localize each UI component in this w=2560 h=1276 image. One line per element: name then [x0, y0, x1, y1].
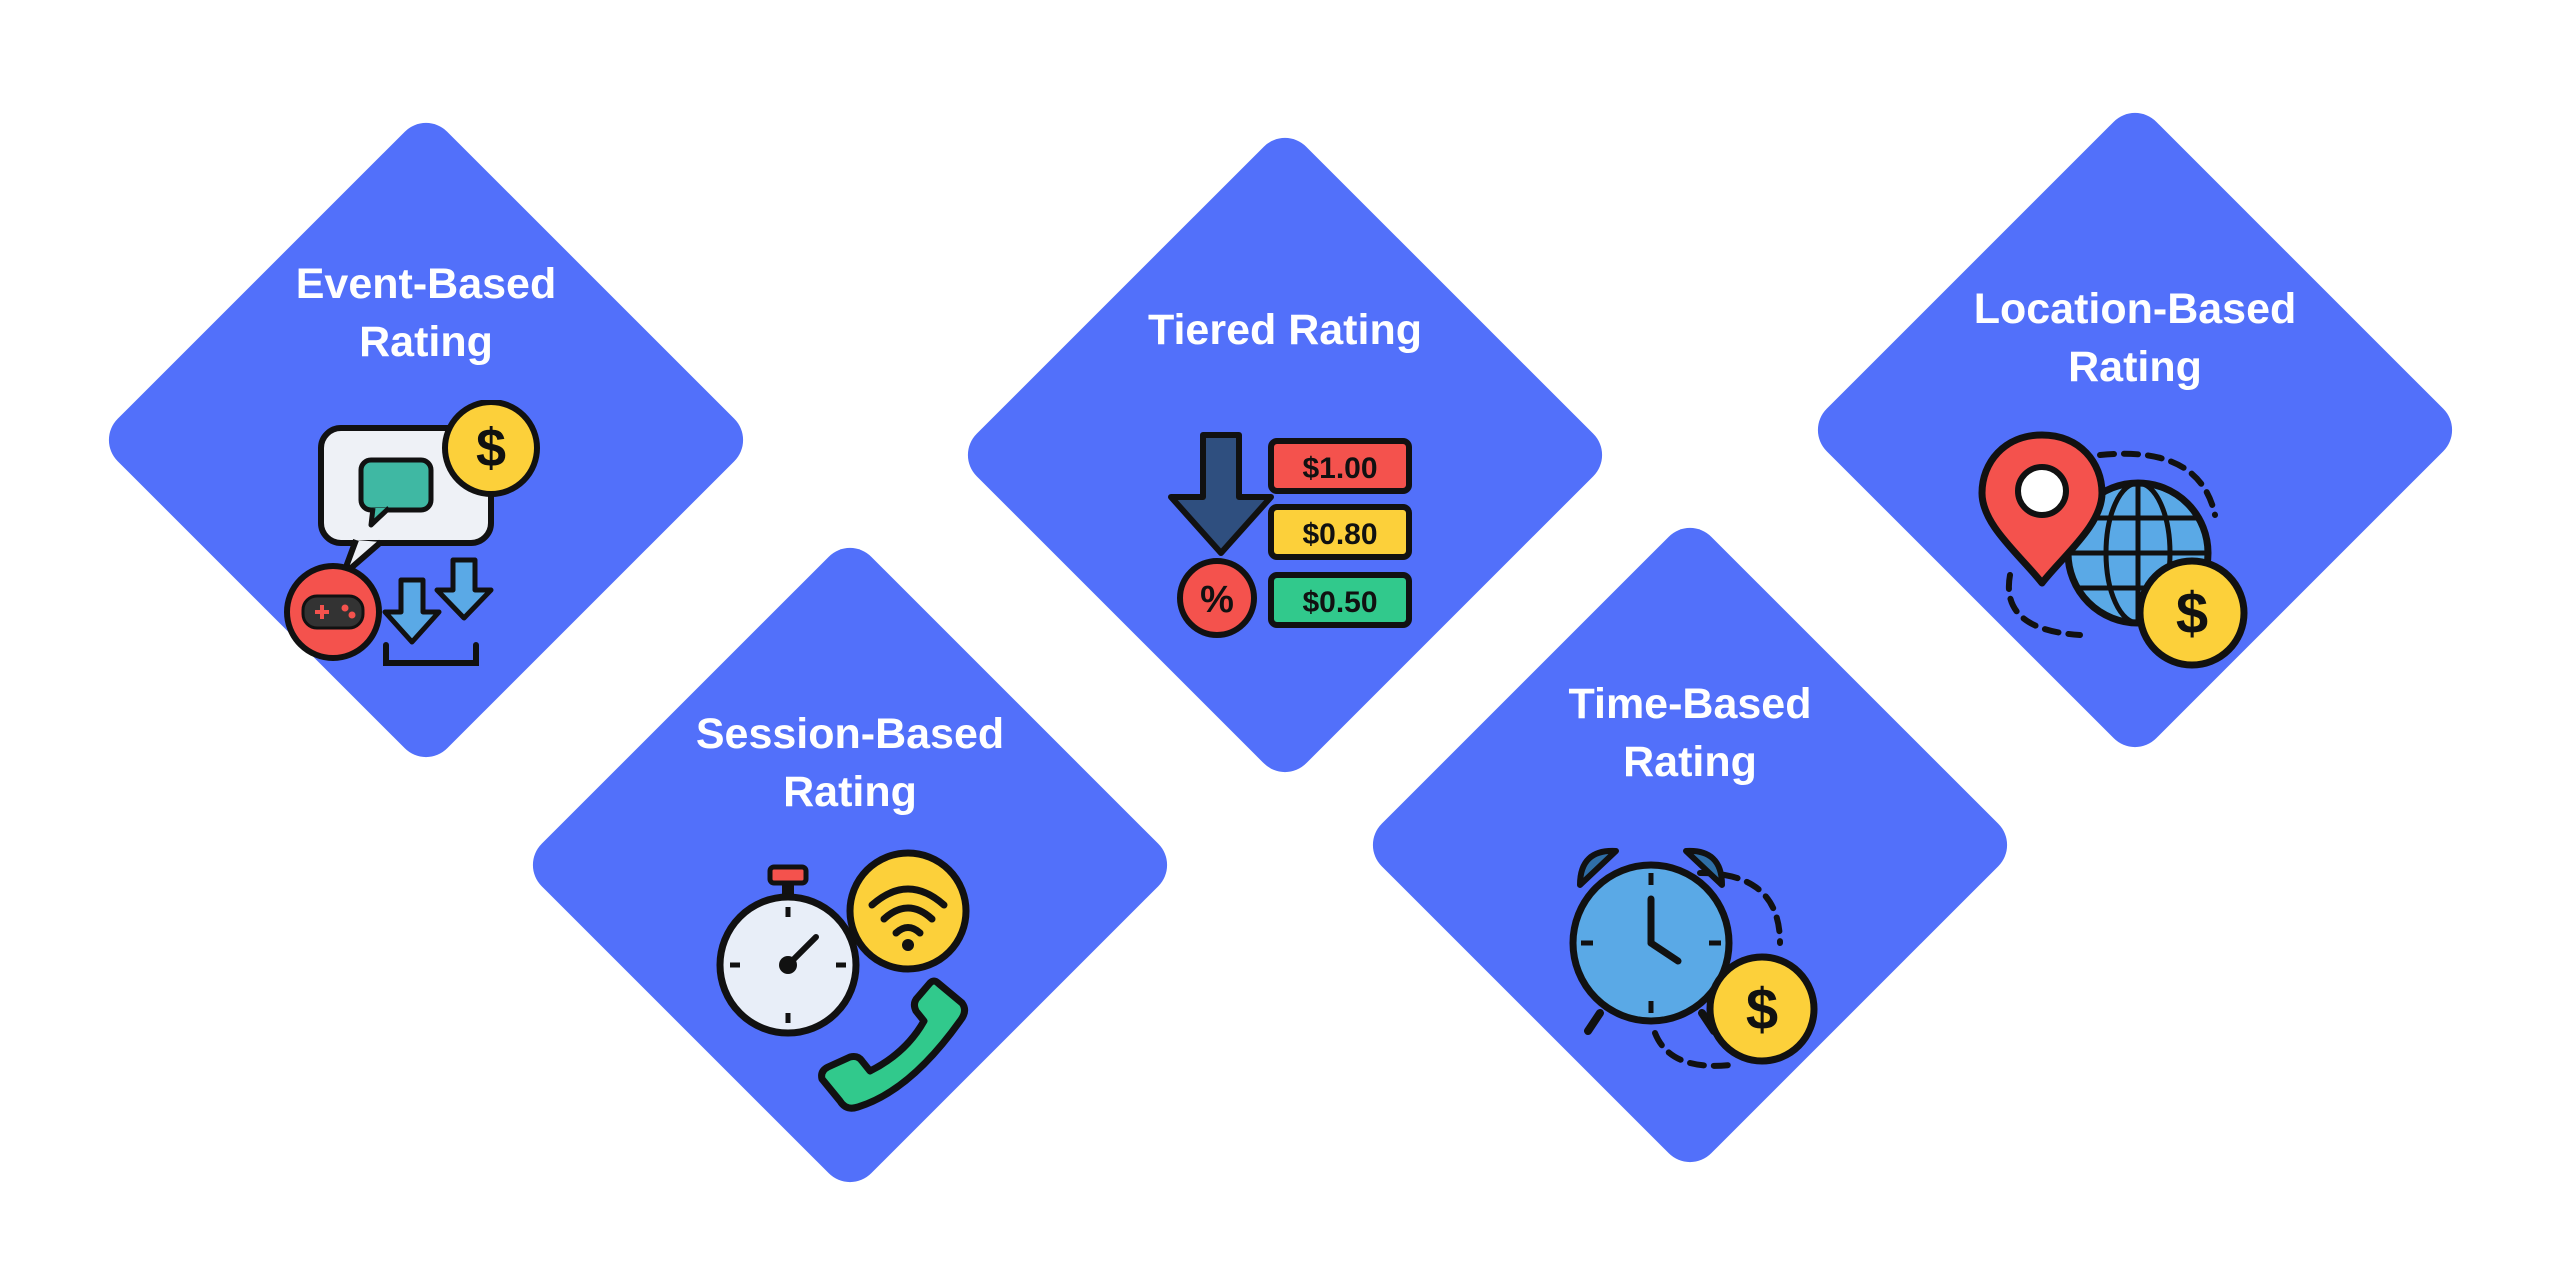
chat-coin-gamepad-download-icon: $ — [281, 400, 561, 680]
card-session-based: Session-Based Rating — [520, 535, 1180, 1195]
svg-text:$: $ — [1746, 977, 1778, 1042]
card-location-based: Location-Based Rating $ — [1805, 100, 2465, 760]
price-tag-label: $0.50 — [1302, 586, 1377, 619]
card-title: Tiered Rating — [1148, 306, 1422, 354]
discount-symbol: % — [1200, 579, 1234, 621]
price-tag-label: $1.00 — [1302, 452, 1377, 485]
card-tiered: Tiered Rating % $1.00 $0.80 $0.50 — [955, 125, 1615, 785]
price-tag-label: $0.80 — [1302, 518, 1377, 551]
price-tiers-icon: % $1.00 $0.80 $0.50 — [1155, 425, 1435, 645]
price-tag-bar — [1268, 504, 1412, 560]
card-title: Time-Based Rating — [1568, 680, 1812, 786]
card-title: Location-Based Rating — [1973, 285, 2297, 391]
card-title: Session-Based Rating — [695, 710, 1005, 816]
pin-globe-coin-icon: $ — [1970, 425, 2260, 675]
card-time-based: Time-Based Rating — [1360, 515, 2020, 1175]
svg-text:$: $ — [476, 418, 506, 478]
svg-text:$: $ — [2176, 581, 2208, 646]
price-tag-bar — [1268, 438, 1412, 494]
price-tag-bar — [1268, 572, 1412, 628]
stopwatch-wifi-phone-icon — [710, 845, 990, 1125]
card-title: Event-Based Rating — [295, 260, 557, 366]
alarm-clock-coin-icon: $ — [1550, 833, 1840, 1083]
card-event-based: Event-Based Rating $ — [96, 110, 756, 770]
